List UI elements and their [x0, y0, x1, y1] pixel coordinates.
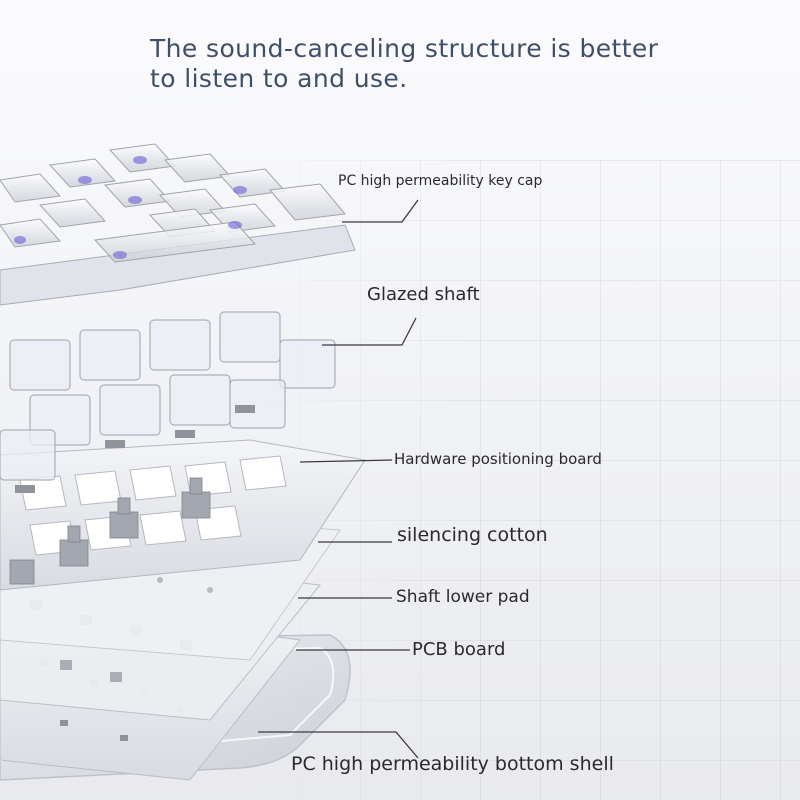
switch-stems — [9, 477, 211, 585]
leader-line-shaft — [322, 317, 417, 346]
leader-lines — [258, 199, 419, 759]
glazed-shaft-layer — [0, 311, 336, 493]
leader-line-shell — [258, 731, 419, 759]
label-glazed-shaft: Glazed shaft — [367, 284, 480, 305]
label-silencing-cotton: silencing cotton — [397, 524, 548, 546]
leader-line-keycap — [342, 199, 419, 223]
label-positioning-board: Hardware positioning board — [394, 450, 602, 468]
headline-line-2: to listen to and use. — [150, 64, 408, 93]
headline: The sound-canceling structure is better … — [150, 34, 750, 94]
label-pcb-board: PCB board — [412, 639, 506, 660]
label-keycap: PC high permeability key cap — [338, 173, 543, 189]
label-bottom-shell: PC high permeability bottom shell — [291, 753, 614, 775]
label-shaft-lower-pad: Shaft lower pad — [396, 587, 530, 607]
keycap-layer — [0, 143, 356, 306]
headline-line-1: The sound-canceling structure is better — [150, 34, 659, 63]
leader-line-positioning — [299, 459, 393, 463]
